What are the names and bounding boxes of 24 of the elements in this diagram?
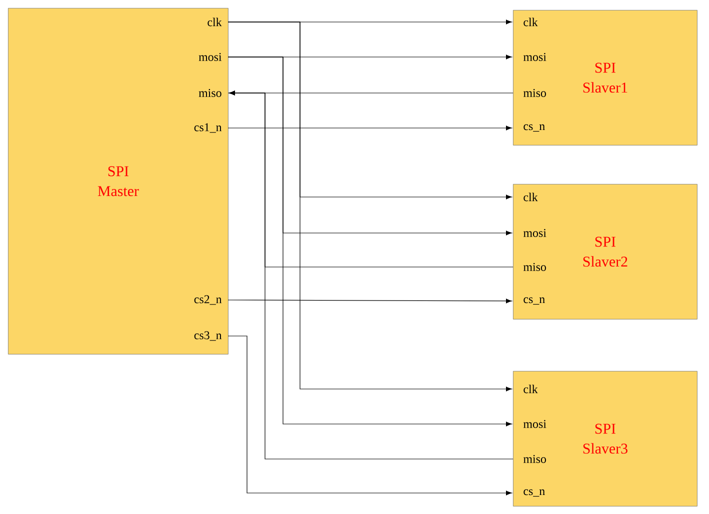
pin-label: cs_n bbox=[524, 489, 545, 497]
connector-arrow bbox=[228, 298, 512, 304]
pin-label: cs_n bbox=[524, 124, 545, 132]
pin-label: miso bbox=[198, 88, 222, 97]
pin-label: clk bbox=[524, 192, 538, 202]
pin-label: miso bbox=[523, 262, 546, 271]
pin-label: clk bbox=[524, 384, 538, 394]
connector-arrow bbox=[228, 336, 512, 496]
pin-label: cs1_n bbox=[194, 123, 222, 133]
pin-label: mosi bbox=[523, 228, 546, 237]
connector-arrow bbox=[229, 90, 514, 460]
connector-arrow bbox=[228, 126, 512, 130]
pin-label: cs2_n bbox=[194, 295, 222, 305]
pin-label: mosi bbox=[523, 420, 546, 428]
connector-arrow bbox=[228, 56, 512, 426]
pin-label: cs3_n bbox=[194, 331, 222, 341]
pin-label: cs_n bbox=[524, 297, 545, 305]
connector-arrow bbox=[228, 22, 512, 392]
pin-label: mosi bbox=[198, 52, 222, 61]
pin-label: clk bbox=[208, 18, 222, 26]
pin-label: miso bbox=[523, 454, 546, 463]
pin-label: miso bbox=[523, 88, 546, 97]
pin-label: clk bbox=[524, 18, 538, 26]
pin-label: mosi bbox=[523, 52, 546, 61]
